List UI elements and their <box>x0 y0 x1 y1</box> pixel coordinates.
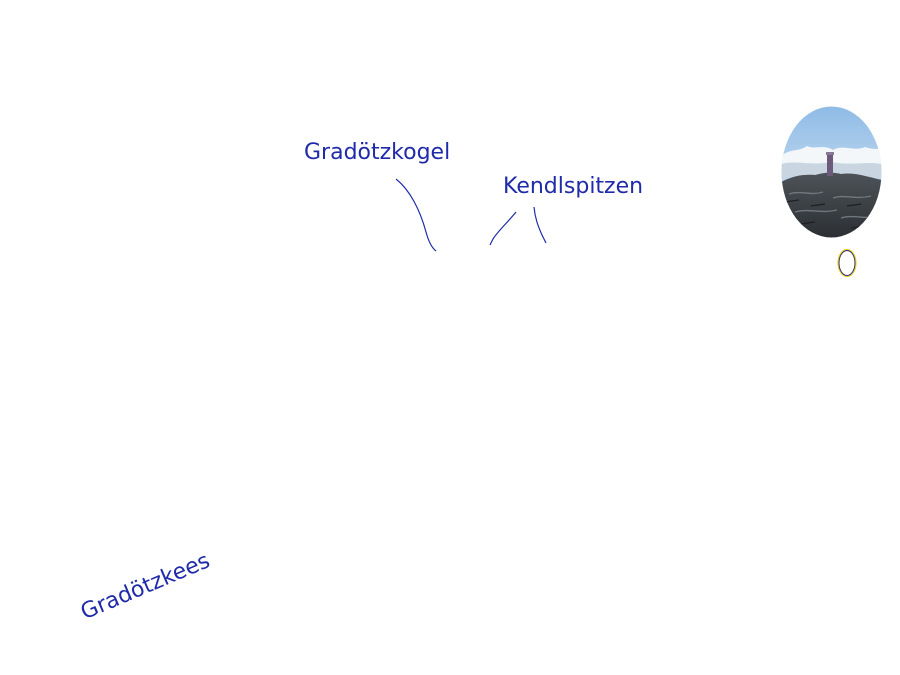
label-kendlspitzen: Kendlspitzen <box>503 174 644 199</box>
egg-outline-marker-icon <box>837 248 857 278</box>
label-gradoetzkogel: Gradötzkogel <box>304 140 451 165</box>
leader-line-gradoetzkogel <box>395 178 437 252</box>
leader-line-kendlspitzen-right <box>533 206 547 244</box>
summit-cross-photo <box>781 106 882 238</box>
leader-line-kendlspitzen-left <box>489 211 517 246</box>
egg-outline-marker-inner <box>838 250 856 276</box>
